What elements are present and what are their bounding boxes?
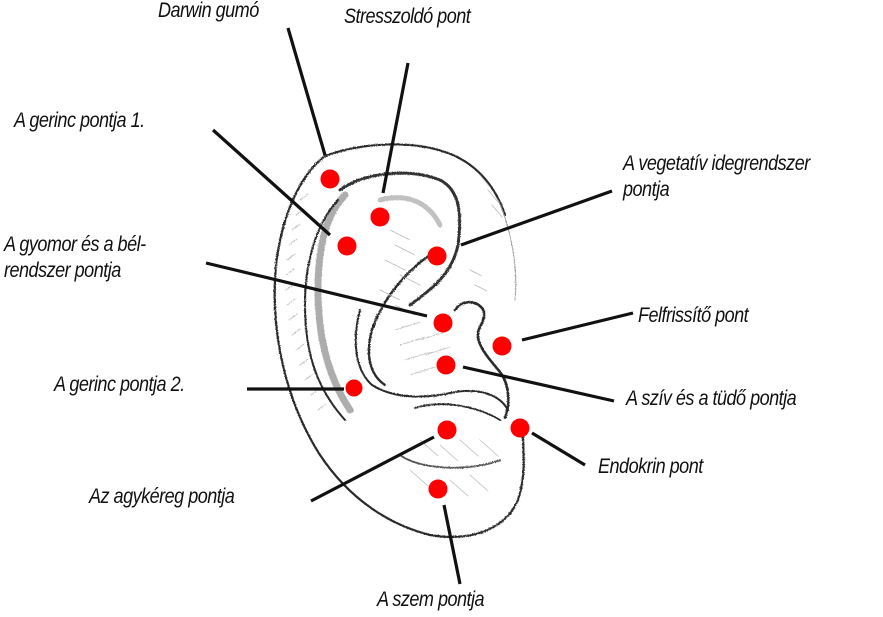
label-gerinc2: A gerinc pontja 2.	[54, 372, 185, 398]
label-felfrissito: Felfrissítő pont	[638, 303, 749, 329]
label-endokrin: Endokrin pont	[598, 454, 703, 480]
helix-outer-outline	[273, 154, 525, 539]
label-line: A gerinc pontja 1.	[14, 109, 145, 132]
leader-line-agykereg	[310, 435, 435, 503]
label-line: Az agykéreg pontja	[89, 485, 235, 508]
concha-rim	[354, 309, 509, 411]
ear-sketch	[273, 143, 525, 539]
label-vegetativ: A vegetatív idegrendszer pontja	[623, 151, 810, 203]
lobule	[399, 454, 501, 469]
label-line: A szem pontja	[377, 588, 485, 611]
leader-line-gyomor	[205, 261, 428, 318]
acupoint-agykereg	[437, 420, 457, 440]
helix-rim-shade	[497, 199, 517, 301]
label-line: Endokrin pont	[598, 455, 703, 478]
label-line: A szív és a tüdő pontja	[626, 387, 797, 410]
leader-line-sziv	[462, 365, 615, 403]
leader-lines	[205, 27, 634, 585]
label-line: rendszer pontja	[4, 259, 121, 282]
acupoint-felfrissito	[492, 336, 512, 356]
antitragus	[414, 403, 501, 421]
label-gerinc1: A gerinc pontja 1.	[14, 108, 145, 134]
helix-inner-fold	[338, 171, 462, 307]
fossa-shade	[377, 195, 443, 228]
label-line: A vegetatív idegrendszer	[623, 152, 810, 175]
acupoint-gerinc1	[337, 236, 357, 256]
acupoint-stress	[370, 207, 390, 227]
label-line: Darwin gumó	[158, 0, 259, 22]
acupoint-sziv	[436, 355, 456, 375]
helix-top-outline	[323, 143, 507, 217]
acupoint-gyomor	[433, 313, 453, 333]
acupoint-gerinc2	[345, 379, 363, 397]
label-line: Felfrissítő pont	[638, 304, 749, 327]
concha-upper	[367, 253, 432, 387]
label-gyomor: A gyomor és a bél-rendszer pontja	[4, 232, 146, 284]
leader-line-darwin	[286, 27, 327, 156]
leader-line-felfrissito	[521, 311, 634, 342]
acupoint-vegetativ	[427, 246, 447, 266]
acupoint-endokrin	[510, 418, 530, 438]
leader-line-vegetativ	[460, 189, 613, 247]
leader-line-stress	[381, 62, 410, 194]
label-agykereg: Az agykéreg pontja	[89, 484, 235, 510]
label-sziv: A szív és a tüdő pontja	[626, 386, 797, 412]
acupoints	[320, 169, 530, 499]
label-stress: Stresszoldó pont	[344, 4, 471, 30]
acupoint-szem	[428, 479, 448, 499]
tragus	[453, 300, 510, 420]
label-darwin: Darwin gumó	[158, 0, 259, 24]
label-szem: A szem pontja	[377, 587, 485, 613]
label-line: A gerinc pontja 2.	[54, 373, 185, 396]
leader-line-gerinc1	[211, 128, 332, 237]
label-line: Stresszoldó pont	[344, 5, 471, 28]
label-line: A gyomor és a bél-	[4, 233, 146, 256]
label-line: pontja	[623, 178, 670, 201]
hatching	[285, 174, 503, 497]
leader-line-szem	[442, 504, 462, 585]
leader-line-endokrin	[531, 431, 586, 467]
acupoint-darwin	[320, 169, 340, 189]
